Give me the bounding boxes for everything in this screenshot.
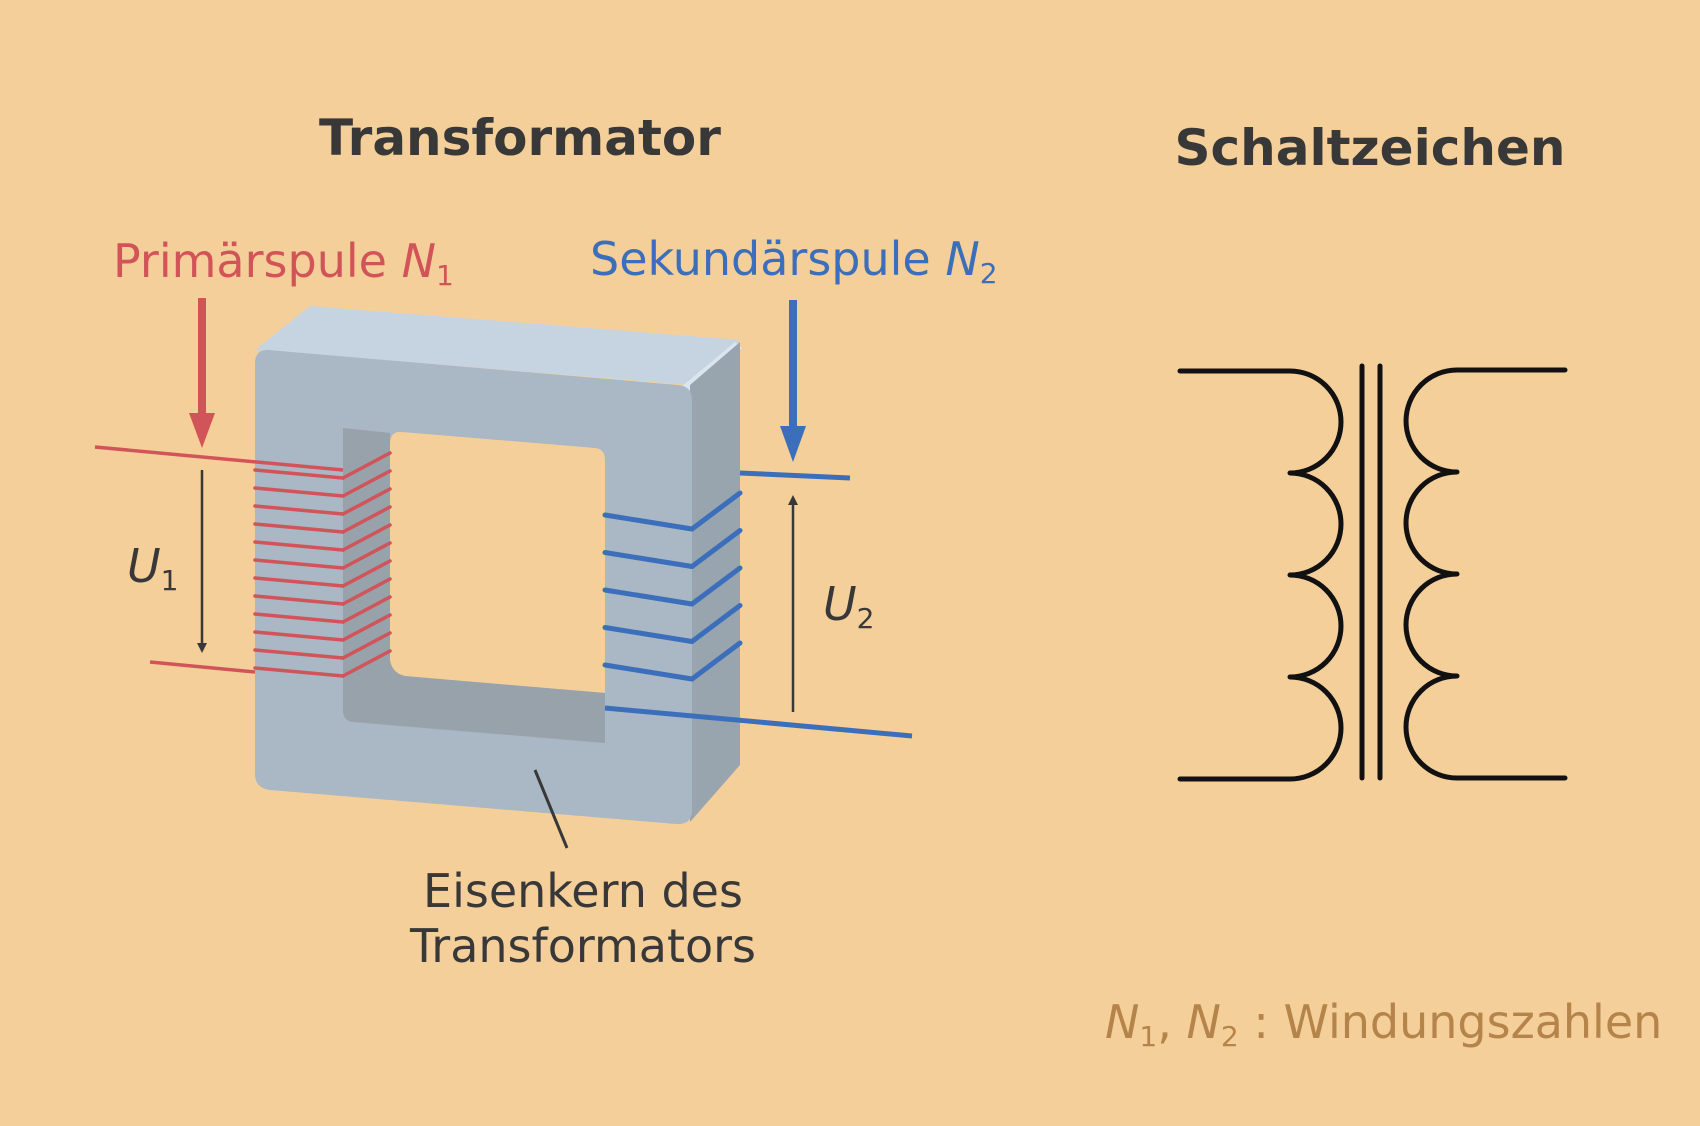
primary-winding-side: [341, 649, 392, 678]
voltage-u1-label: U1: [127, 539, 179, 597]
primary-winding-front: [253, 468, 345, 480]
voltage-u2-label: U2: [823, 577, 875, 635]
secondary-pointer-arrow: [780, 300, 806, 462]
symbol-title: Schaltzeichen: [1175, 119, 1566, 177]
primary-winding-side: [341, 451, 392, 480]
secondary-winding-front: [602, 587, 695, 607]
primary-winding-side: [341, 577, 392, 606]
secondary-winding-side: [689, 528, 743, 569]
secondary-winding-front: [602, 662, 695, 682]
primary-winding-front: [253, 666, 345, 678]
primary-winding-side: [341, 523, 392, 552]
core-label-line1: Eisenkern des: [423, 864, 743, 918]
iron-core: [255, 306, 742, 849]
primary-winding-side: [341, 487, 392, 516]
primary-winding-side: [341, 613, 392, 642]
secondary-winding-side: [689, 603, 743, 644]
primary-winding-front: [253, 630, 345, 642]
transformer-title: Transformator: [319, 109, 721, 167]
primary-winding-side: [341, 469, 392, 498]
primary-pointer-arrow: [189, 298, 215, 448]
footnote-winding-numbers: N1, N2 : Windungszahlen: [1105, 995, 1662, 1053]
primary-winding-front: [253, 648, 345, 660]
transformer-symbol-icon: [1177, 363, 1568, 782]
secondary-winding-side: [689, 490, 743, 532]
secondary-winding-front: [602, 625, 695, 644]
secondary-winding-side: [689, 565, 743, 607]
primary-winding-front: [253, 612, 345, 624]
primary-winding-front: [253, 576, 345, 588]
secondary-winding-side: [689, 640, 743, 682]
primary-winding-front: [253, 522, 345, 534]
secondary-winding-front: [602, 550, 695, 569]
primary-winding-front: [253, 540, 345, 552]
primary-winding-front: [253, 486, 345, 498]
primary-coil: [94, 445, 392, 678]
primary-winding-front: [253, 594, 345, 606]
secondary-coil-label: Sekundärspule N2: [590, 232, 998, 290]
primary-winding-side: [341, 541, 392, 570]
primary-winding-side: [341, 505, 392, 534]
primary-winding-front: [253, 558, 345, 570]
primary-winding-side: [341, 559, 392, 588]
secondary-coil: [602, 470, 913, 739]
primary-winding-front: [253, 504, 345, 516]
secondary-winding-front: [602, 512, 695, 532]
core-label-line2: Transformators: [409, 919, 756, 973]
primary-winding-side: [341, 595, 392, 624]
primary-coil-label: Primärspule N1: [113, 234, 454, 292]
primary-winding-side: [341, 631, 392, 660]
